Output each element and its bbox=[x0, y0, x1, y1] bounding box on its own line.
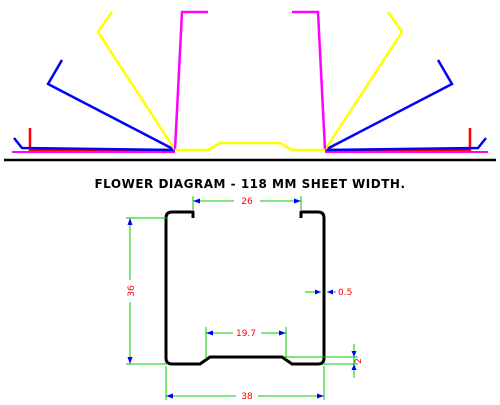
dimensions: 26 36 0.5 19.7 2 bbox=[124, 195, 364, 402]
stage-2-right bbox=[324, 137, 487, 152]
stage-2-left bbox=[13, 137, 176, 152]
diagram-title: FLOWER DIAGRAM - 118 MM SHEET WIDTH. bbox=[94, 177, 405, 191]
final-profile bbox=[164, 210, 326, 366]
dim-bottom-recess: 19.7 bbox=[236, 329, 256, 339]
profile-outline bbox=[164, 210, 326, 366]
stage-2-left-outer bbox=[46, 59, 176, 152]
stage-4-right bbox=[292, 10, 327, 151]
stage-2-right-outer bbox=[324, 59, 454, 152]
dim-overall-width: 38 bbox=[241, 392, 253, 402]
dim-height: 36 bbox=[127, 285, 137, 297]
stage-3-right bbox=[323, 11, 404, 151]
dim-bottom-depth: 2 bbox=[354, 358, 364, 364]
flower-stages bbox=[4, 10, 496, 162]
dim-thickness: 0.5 bbox=[338, 288, 352, 298]
stage-4-left bbox=[173, 10, 208, 151]
stage-center-bottom bbox=[175, 141, 325, 152]
stage-3-left bbox=[96, 11, 177, 151]
dim-top-opening: 26 bbox=[241, 197, 253, 207]
